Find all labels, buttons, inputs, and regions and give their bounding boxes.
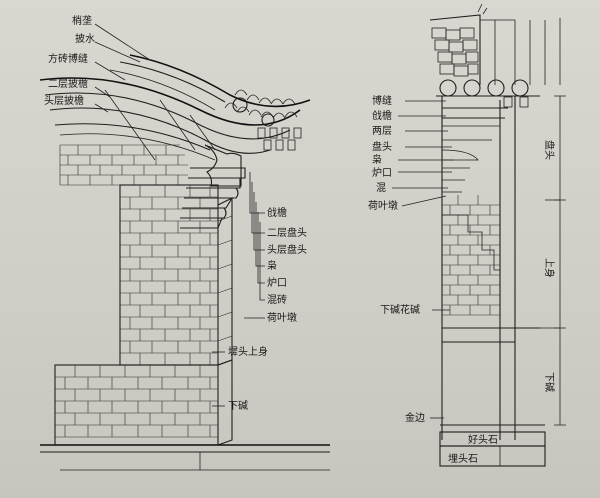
label-lu-kou-right: 炉口 [372,167,392,179]
dim-label-shang-shen: 上身 [543,258,556,278]
label-chang-yan-left: 戗檐 [267,206,287,219]
label-hun-zhuan: 混砖 [267,293,287,306]
dim-label-xia-jian: 下碱 [543,372,555,392]
label-xiao-left: 枭 [267,259,277,272]
label-tou-ceng-pi-yan: 头层披檐 [44,94,84,107]
label-hao-tou-shi: 好头石 [468,434,498,446]
left-ground [40,444,330,471]
label-er-ceng-pan-tou: 二层盘头 [267,226,307,239]
dim-label-pan-tou: 盘头 [543,140,556,160]
left-upper-bricks [59,144,188,186]
left-figure: 梢垄 披水 方砖博缝 二层披檐 头层披檐 戗檐 二层盘头 头层盘头 枭 炉口 混… [39,14,330,471]
label-he-ye-dun-left: 荷叶墩 [267,311,297,324]
label-fang-zhuan-bo-feng: 方砖博缝 [48,52,88,65]
label-shao-lv: 梢垄 [72,14,92,27]
right-dimension-line [540,95,566,426]
left-lower-base [54,359,233,446]
label-er-ceng-pi-yan: 二层披檐 [48,77,88,90]
label-tou-ceng-pan-tou: 头层盘头 [267,243,307,256]
label-lu-kou-left: 炉口 [267,277,287,289]
left-upper-body [119,184,233,366]
label-he-ye-dun-right: 荷叶墩 [368,199,398,212]
label-bo-feng: 博缝 [372,94,392,107]
label-pan-tou: 盘头 [372,140,392,153]
label-xia-jian-left: 下碱 [228,400,248,412]
label-pi-shui: 披水 [75,32,95,45]
right-roof [429,3,561,108]
left-pantou-layers [180,167,246,229]
label-xiao-right: 枭 [372,153,382,166]
label-chang-yan-right: 戗檐 [372,109,392,122]
left-leader-lines [94,23,265,407]
label-jin-bian: 金边 [405,411,425,424]
label-hun: 混 [376,182,386,194]
label-mai-tou-shi: 埋头石 [448,453,478,465]
right-figure: 盘头 上身 下碱 博缝 戗檐 两层 盘头 枭 炉口 混 荷叶墩 下碱花碱 金边 … [368,3,566,467]
left-bracket [204,144,242,187]
right-leader-lines [392,100,454,419]
label-liang-ceng: 两层 [372,125,392,137]
label-xia-jian-hua-jian: 下碱花碱 [380,303,420,316]
left-roof-tiles [39,54,311,161]
label-qian-tou-shang-shen: 墀头上身 [228,345,268,358]
right-column [439,96,546,467]
